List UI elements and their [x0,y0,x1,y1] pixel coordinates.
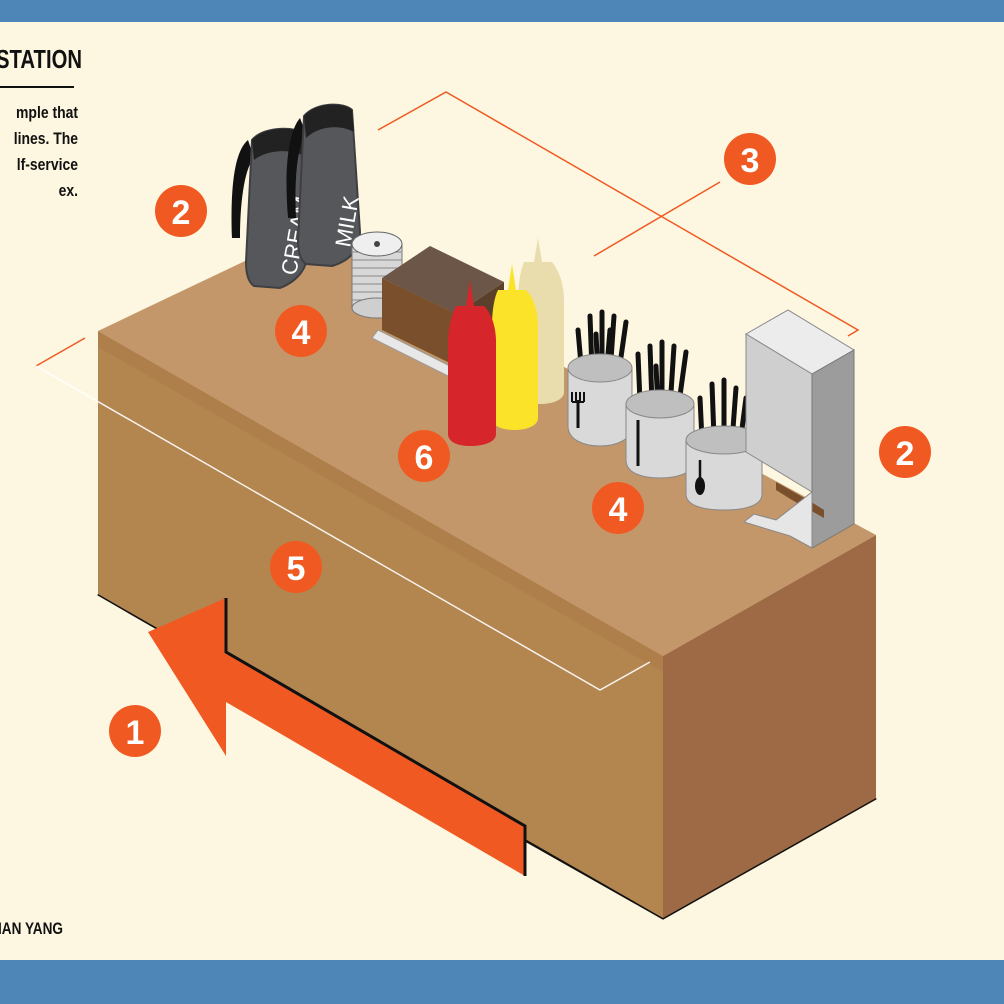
self-service-dispenser [742,309,855,549]
marker-1: 1 [109,705,161,757]
arrow-icon [148,598,525,876]
svg-text:5: 5 [287,550,306,588]
svg-text:2: 2 [172,194,191,232]
marker-4-right: 4 [592,482,644,534]
cutlery-holder-spoons [685,377,763,511]
bottom-band [0,960,1004,1004]
cutlery-holder-knives [625,339,695,479]
marker-6: 6 [398,430,450,482]
top-band [0,0,1004,22]
author-credit: IAN YANG [0,919,63,938]
ketchup-bottle [448,280,496,446]
svg-text:2: 2 [896,435,915,473]
zone-line-front [35,365,651,691]
mustard-bottle [492,264,538,430]
svg-text:4: 4 [292,314,311,352]
marker-3: 3 [724,133,776,185]
zone-line-leader [593,181,721,257]
intro-line: mple that [16,103,78,122]
intro-line: lines. The [13,129,78,148]
cutlery-holder-forks [567,309,633,447]
marker-2-left: 2 [155,185,207,237]
svg-text:1: 1 [126,714,145,752]
intro-paragraph: mple that lines. The lf-service ex. [0,100,78,204]
zone-line [35,337,86,367]
marker-5: 5 [270,541,322,593]
svg-text:6: 6 [415,439,434,477]
counter-side [663,535,876,918]
spoon-icon [695,477,705,495]
zone-line-back [377,91,860,337]
intro-line: ex. [58,181,78,200]
title-divider [0,86,74,88]
marker-2-right: 2 [879,426,931,478]
counter-edge-shadow [98,331,663,672]
marker-4-left: 4 [275,305,327,357]
page-title: STATION [0,44,82,74]
fork-icon [571,392,585,403]
intro-line: lf-service [16,155,78,174]
counter-front [98,331,663,918]
svg-text:3: 3 [741,142,760,180]
svg-text:4: 4 [609,491,628,529]
arrow-outline [224,598,527,876]
